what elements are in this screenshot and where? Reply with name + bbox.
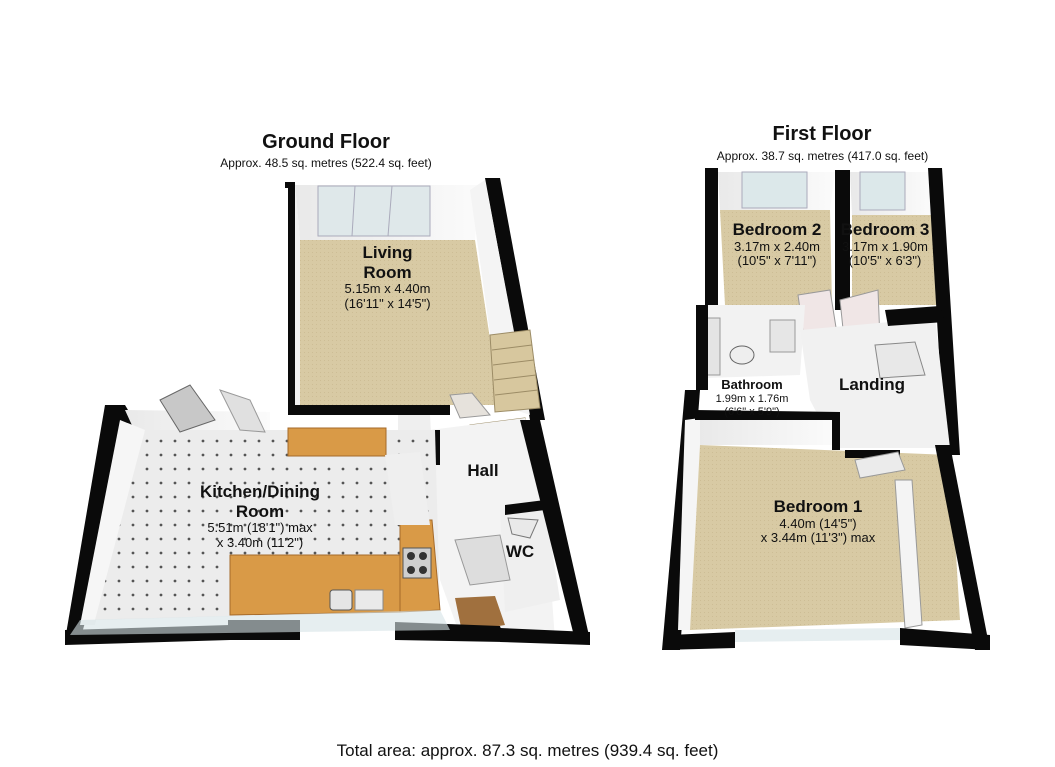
living-room-label: Living Room 5.15m x 4.40m (16'11" x 14'5… [315, 243, 460, 312]
wc-name: WC [505, 542, 535, 561]
bathroom-dim-metric: 1.99m x 1.76m [715, 392, 789, 405]
bathroom-name: Bathroom [721, 377, 783, 392]
landing-name: Landing [838, 375, 906, 394]
first-floor-area: Approx. 38.7 sq. metres (417.0 sq. feet) [716, 149, 929, 163]
bathroom-dim-imperial: (6'6" x 5'9") [724, 405, 780, 418]
bathroom-area [696, 305, 805, 390]
kitchen-dining-label: Kitchen/Dining Room 5.51m (18'1") max x … [185, 482, 335, 551]
bedroom-3-area [835, 168, 960, 455]
kitchen-name-line2: Room [235, 501, 285, 521]
living-room-name-line2: Room [363, 262, 412, 282]
wc-label: WC [498, 542, 542, 562]
kitchen-dim-width: x 3.40m (11'2") [216, 535, 304, 551]
bedroom-1-label: Bedroom 1 4.40m (14'5") x 3.44m (11'3") … [728, 497, 908, 546]
bedroom-2-label: Bedroom 2 3.17m x 2.40m (10'5" x 7'11") [718, 220, 836, 269]
ground-floor-area: Approx. 48.5 sq. metres (522.4 sq. feet) [220, 156, 432, 170]
landing-label: Landing [822, 375, 922, 395]
bedroom-2-area [705, 168, 835, 308]
ground-floor-title: Ground Floor [262, 131, 390, 153]
kitchen-name-line1: Kitchen/Dining [200, 482, 320, 501]
bedroom-1-dim-width: x 3.44m (11'3") max [760, 530, 876, 546]
hall-name: Hall [467, 461, 499, 480]
living-room-name-line1: Living [362, 243, 413, 262]
living-room-dim-metric: 5.15m x 4.40m [344, 281, 431, 297]
first-floor-plan [662, 168, 990, 650]
bedroom-1-dim-length: 4.40m (14'5") [779, 515, 857, 531]
bedroom-3-name: Bedroom 3 [840, 220, 930, 239]
bedroom-2-dim-imperial: (10'5" x 7'11") [737, 253, 817, 269]
bedroom-2-dim-metric: 3.17m x 2.40m [734, 238, 820, 254]
bedroom-3-dim-metric: 3.17m x 1.90m [842, 238, 928, 254]
bedroom-1-name: Bedroom 1 [773, 497, 863, 516]
living-room-dim-imperial: (16'11" x 14'5") [344, 296, 431, 312]
kitchen-dim-length: 5.51m (18'1") max [207, 520, 313, 536]
hall-label: Hall [458, 461, 508, 481]
bedroom-2-name: Bedroom 2 [732, 220, 822, 239]
kitchen-dining-area [65, 384, 590, 645]
bedroom-1-area [662, 390, 990, 650]
bedroom-3-dim-imperial: (10'5" x 6'3") [848, 253, 922, 269]
ground-floor-plan [65, 178, 590, 645]
total-area: Total area: approx. 87.3 sq. metres (939… [336, 741, 719, 760]
bathroom-label: Bathroom 1.99m x 1.76m (6'6" x 5'9") [700, 377, 804, 418]
bedroom-3-label: Bedroom 3 3.17m x 1.90m (10'5" x 6'3") [826, 220, 944, 269]
first-floor-title: First Floor [772, 123, 872, 145]
